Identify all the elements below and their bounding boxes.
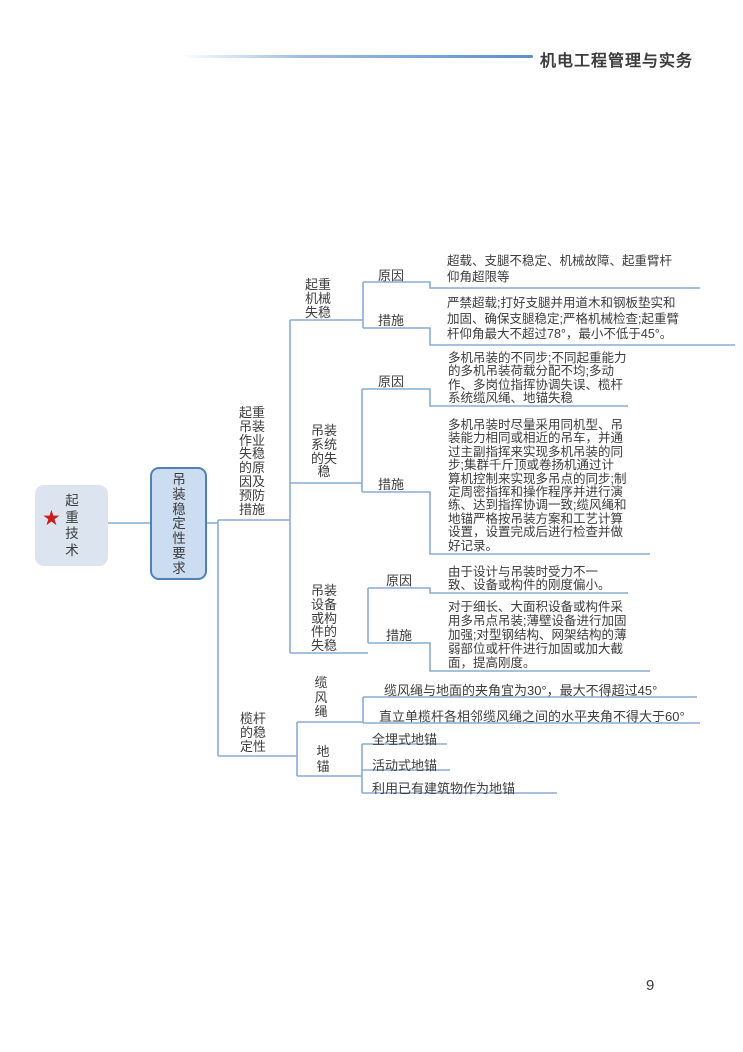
measure-label: 措施 [378, 313, 405, 328]
branch-causes-measures-label: 起重吊装作业失稳的原因及预防措施 [238, 405, 265, 517]
cause-text: 超载、支腿不稳定、机械故障、起重臂杆 仰角超限等 [447, 254, 673, 284]
topic-node-label: 吊装稳定性要求 [172, 472, 186, 576]
node-crane-machine-instability-label: 起重机械失稳 [304, 277, 331, 320]
page-header-title: 机电工程管理与实务 [540, 53, 694, 70]
leaf-guy-rope-angle: 缆风绳与地面的夹角宜为30°，最大不得超过45° [384, 683, 658, 698]
measure-text: 严禁超载;打好支腿并用道木和钢板垫实和 加固、确保支腿稳定;严格机械检查;起重臂… [447, 296, 679, 341]
measure-text: 对于细长、大面积设备或构件采 用多吊点吊装;薄壁设备进行加固 加强;对型钢结构、… [448, 600, 627, 670]
measure-label: 措施 [378, 477, 405, 492]
node-hoisting-system-instability-label: 吊装系统的失稳 [310, 423, 337, 480]
root-node-box [35, 485, 108, 566]
leaf-guy-rope-horizontal-angle: 直立单榄杆各相邻缆风绳之间的水平夹角不得大于60° [379, 709, 685, 724]
cause-text: 由于设计与吊装时受力不一 致、设备或构件的刚度偏小。 [448, 565, 611, 593]
root-node-label: 起重技术 [65, 493, 79, 558]
topic-node-box [150, 467, 207, 580]
cause-text: 多机吊装的不同步;不同起重能力 的多机吊装荷载分配不均;多动 作、多岗位指挥协调… [448, 351, 627, 406]
measure-text: 多机吊装时尽量采用同机型、吊 装能力相同或相近的吊车，并通 过主副指挥来实现多机… [448, 418, 627, 553]
leaf-existing-building-anchor: 利用已有建筑物作为地锚 [372, 781, 516, 796]
page-number: 9 [646, 977, 655, 994]
header-rule [180, 55, 533, 58]
leaf-movable-anchor: 活动式地锚 [372, 758, 438, 773]
branch-mast-stability-label: 榄杆的稳定性 [239, 711, 266, 755]
node-ground-anchor-label: 地锚 [316, 744, 330, 774]
star-icon: ★ [42, 507, 61, 530]
node-equipment-component-instability-label: 吊装设备或构件的失稳 [310, 583, 337, 654]
cause-label: 原因 [378, 374, 405, 389]
cause-label: 原因 [378, 268, 405, 283]
leaf-buried-anchor: 全埋式地锚 [372, 732, 438, 747]
node-guy-rope-label: 缆风绳 [314, 675, 328, 720]
measure-label: 措施 [386, 628, 413, 643]
cause-label: 原因 [386, 573, 413, 588]
